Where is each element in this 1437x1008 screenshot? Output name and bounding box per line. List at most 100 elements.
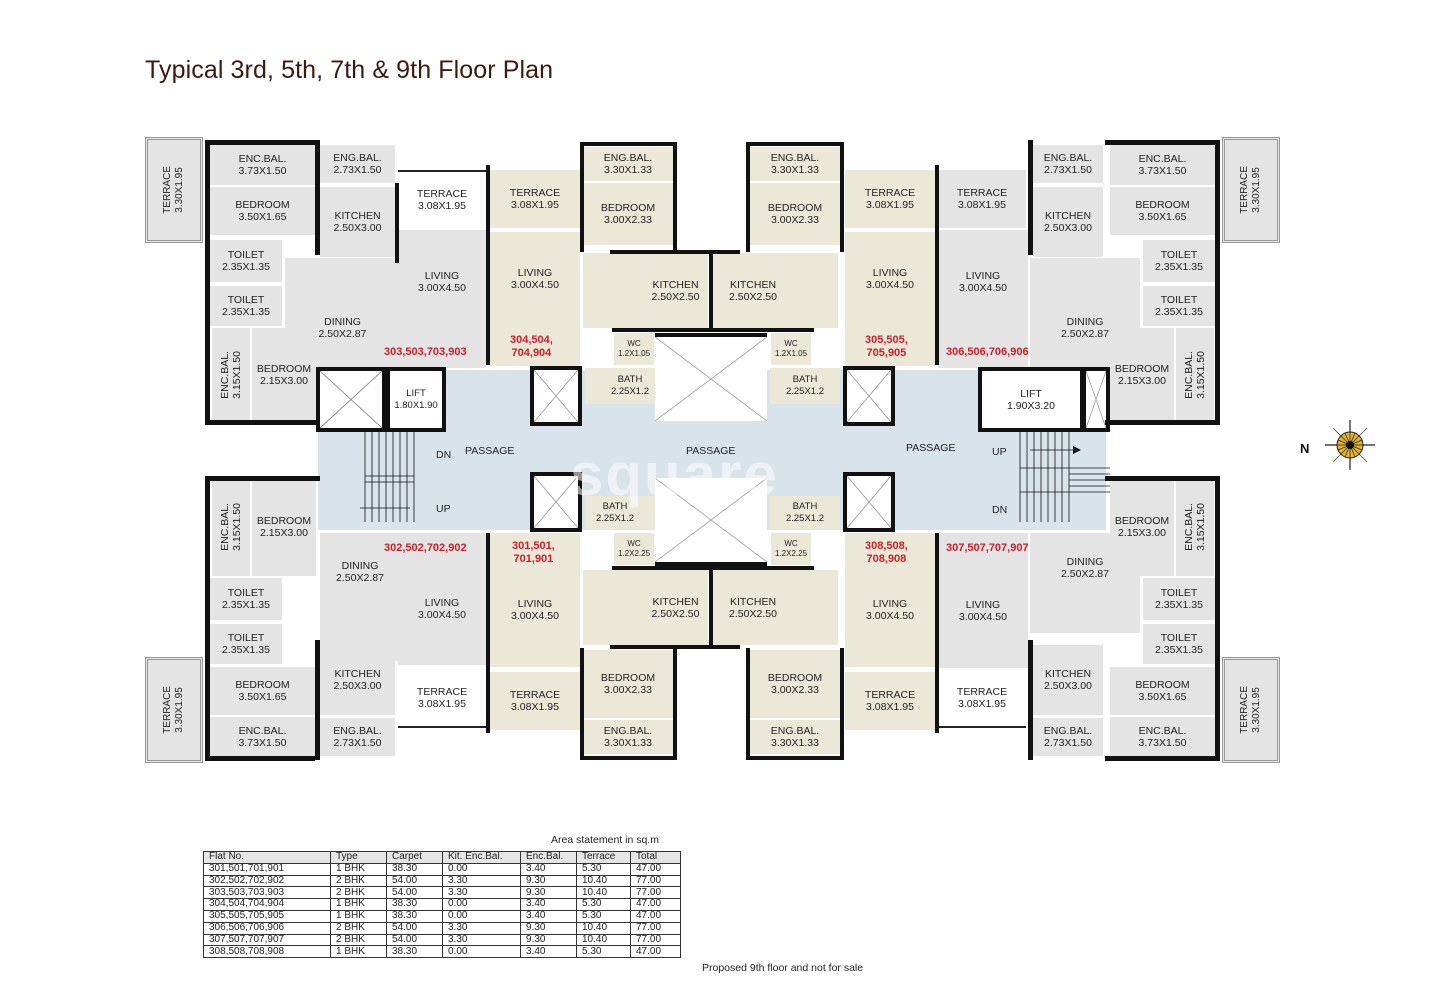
cell: 307,507,707,907 <box>203 933 331 947</box>
cell: 0.00 <box>442 945 521 959</box>
room-eng-bal-308: ENG.BAL.3.30X1.33 <box>750 720 840 754</box>
watermark: square <box>570 441 779 508</box>
cell: 0.00 <box>442 862 521 876</box>
flat-label-303: 303,503,703,903 <box>384 346 467 358</box>
cell: 303,503,703,903 <box>203 886 331 900</box>
wall <box>935 165 939 365</box>
passage-label-right: PASSAGE <box>906 442 956 454</box>
cell: 308,508,708,908 <box>203 945 331 959</box>
cell: 2 BHK <box>330 921 387 935</box>
wall <box>1105 420 1220 425</box>
cell: 38.30 <box>386 945 443 959</box>
staircase-left <box>360 432 415 522</box>
wall <box>840 142 844 252</box>
cell: 306,506,706,906 <box>203 921 331 935</box>
cell: 3.30 <box>442 933 521 947</box>
cell: 5.30 <box>576 862 631 876</box>
stairs-dn-right: DN <box>992 504 1008 516</box>
shaft-301 <box>530 472 582 532</box>
cell: 3.30 <box>442 874 521 888</box>
passage-label-center: PASSAGE <box>686 445 736 457</box>
cell: 0.00 <box>442 898 521 911</box>
stairs-up-left: UP <box>436 503 451 515</box>
cell: 1 BHK <box>330 862 387 876</box>
staircase-right <box>1019 432 1110 522</box>
cell: 77.00 <box>630 874 681 888</box>
col-enc-bal: Enc.Bal. <box>520 851 577 864</box>
col-type: Type <box>330 851 387 864</box>
cell: 47.00 <box>630 945 681 959</box>
col-kit-enc-bal: Kit. Enc.Bal. <box>442 851 521 864</box>
wall <box>673 648 677 760</box>
wall <box>205 140 210 425</box>
wall <box>580 756 677 760</box>
room-enc-bal-side-307: ENC.BAL.3.15X1.50 <box>1176 478 1214 576</box>
flat-label-308: 308,508,708,908 <box>865 540 908 565</box>
cell: 47.00 <box>630 898 681 911</box>
wall <box>610 645 740 649</box>
wall <box>709 250 713 330</box>
cell: 54.00 <box>386 921 443 935</box>
wall <box>1105 476 1220 481</box>
wall <box>746 756 843 760</box>
wall <box>1215 476 1220 761</box>
room-eng-bal-303: ENG.BAL.2.73X1.50 <box>320 145 395 183</box>
cell: 9.30 <box>520 921 577 935</box>
cell: 301,501,701,901 <box>203 862 331 876</box>
wall <box>612 566 814 570</box>
cell: 3.40 <box>520 909 577 923</box>
shaft-305 <box>843 366 895 426</box>
flat-label-306: 306,506,706,906 <box>946 346 1029 358</box>
wall <box>709 568 713 648</box>
flat-label-301: 301,501,701,901 <box>512 540 555 565</box>
wall <box>486 165 490 365</box>
wall <box>935 533 939 733</box>
shaft-304 <box>530 366 582 426</box>
cell: 10.40 <box>576 874 631 888</box>
cell: 1 BHK <box>330 945 387 959</box>
wall <box>205 476 210 761</box>
cell: 38.30 <box>386 898 443 911</box>
shaft-308 <box>843 472 895 532</box>
cell: 10.40 <box>576 933 631 947</box>
central-void-bottom <box>655 478 767 566</box>
wall <box>610 250 740 254</box>
table-header-row: Flat No. Type Carpet Kit. Enc.Bal. Enc.B… <box>203 851 681 864</box>
cell: 38.30 <box>386 862 443 876</box>
col-terrace: Terrace <box>576 851 631 864</box>
duct-shaft <box>316 367 386 432</box>
wall <box>746 648 750 760</box>
cell: 3.40 <box>520 945 577 959</box>
room-enc-bal-303: ENC.BAL.3.73X1.50 <box>210 145 315 185</box>
wall <box>486 533 490 733</box>
